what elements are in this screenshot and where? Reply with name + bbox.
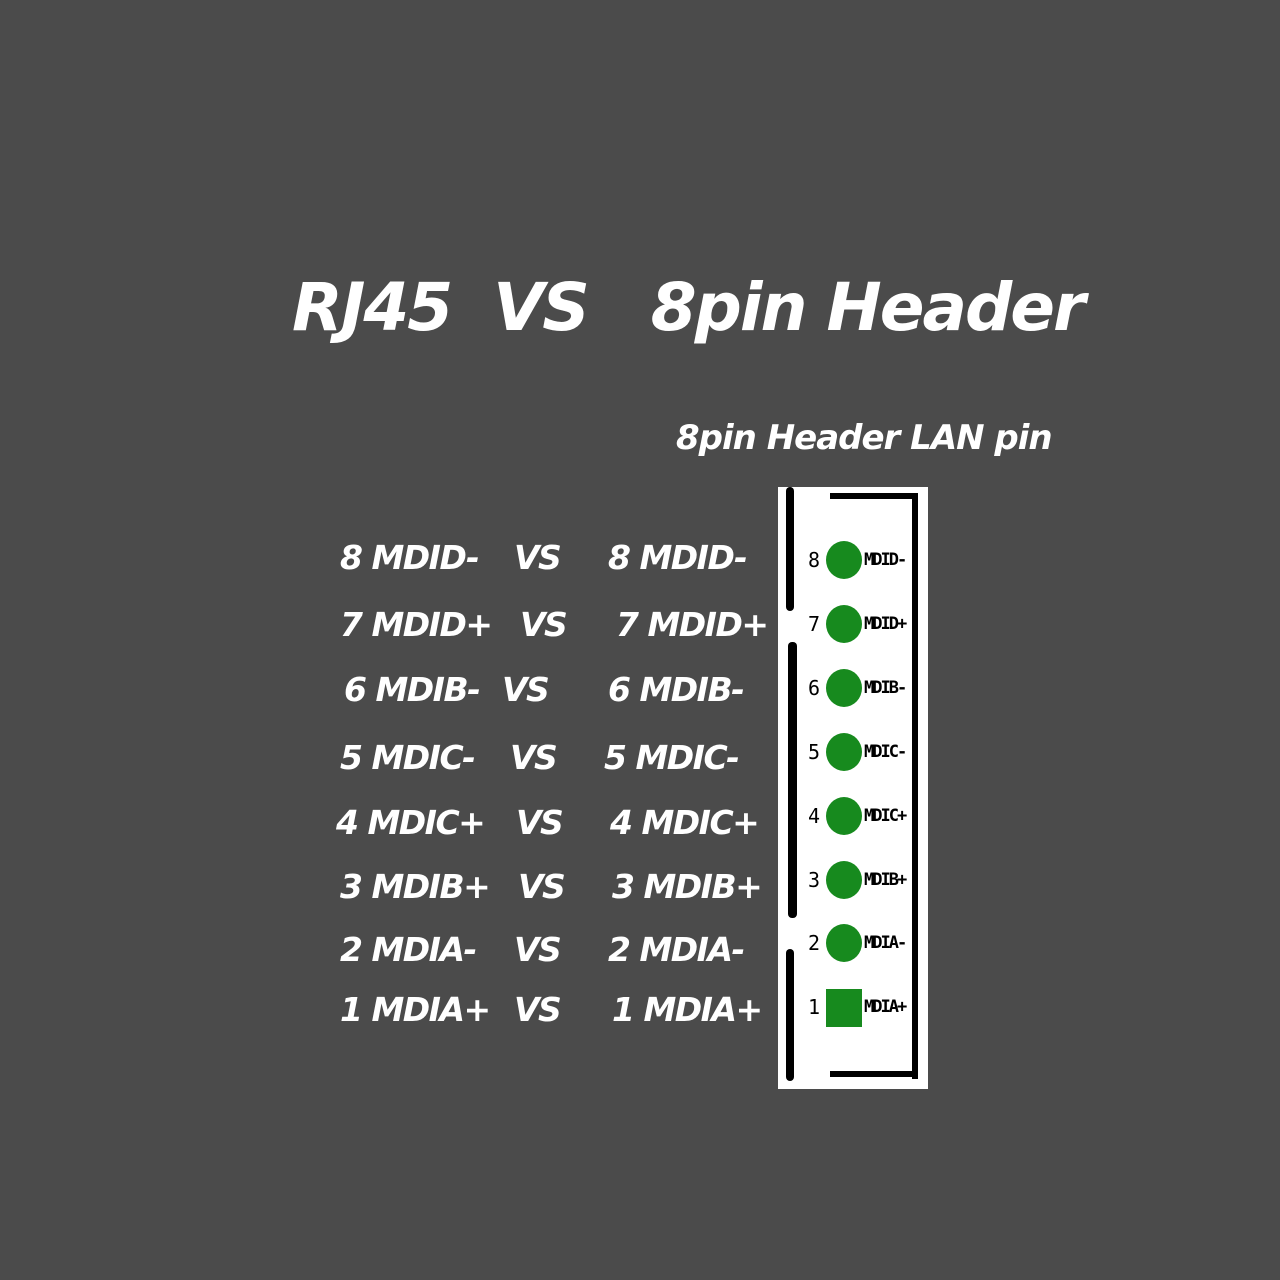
mapping-row-4: 4 MDIC+ VS 4 MDIC+ [336, 798, 776, 848]
header-pin-label: 5 MDIC- [604, 738, 740, 777]
pin-signal-label: MDIB+ [864, 870, 907, 890]
pin-pad-icon [826, 797, 862, 835]
header-pin-5: 5 MDIC- [778, 732, 928, 772]
pin-number: 2 [808, 931, 821, 955]
rj45-pin-label: 6 MDIB- [344, 670, 481, 709]
vs-label: VS [518, 867, 566, 906]
header-pin-2: 2 MDIA- [778, 923, 928, 963]
pin-number: 3 [808, 868, 821, 892]
rj45-pin-label: 3 MDIB+ [340, 867, 491, 906]
pin-number: 4 [808, 804, 821, 828]
rj45-pin-label: 1 MDIA+ [340, 990, 491, 1029]
vs-label: VS [520, 605, 568, 644]
pin-pad-square-icon [826, 989, 862, 1027]
mapping-row-3: 3 MDIB+ VS 3 MDIB+ [336, 862, 776, 912]
rj45-pin-label: 2 MDIA- [340, 930, 477, 969]
header-pin-8: 8 MDID- [778, 540, 928, 580]
rj45-pin-label: 8 MDID- [340, 538, 480, 577]
header-pin-label: 1 MDIA+ [612, 990, 763, 1029]
mapping-row-2: 2 MDIA- VS 2 MDIA- [336, 925, 776, 975]
pin-signal-label: MDID- [864, 550, 907, 570]
rj45-pin-label: 5 MDIC- [340, 738, 476, 777]
pin-number: 8 [808, 548, 821, 572]
pin-pad-icon [826, 861, 862, 899]
header-pin-6: 6 MDIB- [778, 668, 928, 708]
header-outline-segment [788, 642, 797, 918]
pin-number: 7 [808, 612, 821, 636]
header-pin-label: 4 MDIC+ [610, 803, 760, 842]
header-outline-segment [830, 1071, 918, 1077]
lan-header-diagram: 8 MDID- 7 MDID+ 6 MDIB- 5 MDIC- 4 MDIC+ … [778, 487, 928, 1089]
vs-label: VS [502, 670, 550, 709]
pin-signal-label: MDIC+ [864, 806, 907, 826]
rj45-pin-label: 4 MDIC+ [336, 803, 486, 842]
mapping-row-5: 5 MDIC- VS 5 MDIC- [336, 733, 776, 783]
pin-signal-label: MDIA- [864, 933, 907, 953]
header-pin-7: 7 MDID+ [778, 604, 928, 644]
pin-pad-icon [826, 924, 862, 962]
rj45-pin-label: 7 MDID+ [340, 605, 493, 644]
header-pin-1: 1 MDIA+ [778, 987, 928, 1027]
pin-pad-icon [826, 733, 862, 771]
pin-signal-label: MDIB- [864, 678, 907, 698]
mapping-row-8: 8 MDID- VS 8 MDID- [336, 533, 776, 583]
header-subtitle: 8pin Header LAN pin [676, 418, 1053, 458]
pin-number: 5 [808, 740, 821, 764]
pin-number: 6 [808, 676, 821, 700]
mapping-row-7: 7 MDID+ VS 7 MDID+ [336, 600, 776, 650]
mapping-row-1: 1 MDIA+ VS 1 MDIA+ [336, 985, 776, 1035]
pin-number: 1 [808, 995, 821, 1019]
header-outline-segment [830, 493, 916, 499]
pin-signal-label: MDID+ [864, 614, 907, 634]
vs-label: VS [516, 803, 564, 842]
vs-label: VS [514, 990, 562, 1029]
header-pin-label: 6 MDIB- [608, 670, 745, 709]
pin-signal-label: MDIC- [864, 742, 907, 762]
vs-label: VS [514, 538, 562, 577]
header-pin-label: 2 MDIA- [608, 930, 745, 969]
header-outline-segment [786, 487, 794, 611]
pin-pad-icon [826, 605, 862, 643]
header-pin-4: 4 MDIC+ [778, 796, 928, 836]
pin-pad-icon [826, 669, 862, 707]
header-outline-segment [912, 493, 918, 1079]
vs-label: VS [514, 930, 562, 969]
pin-signal-label: MDIA+ [864, 997, 907, 1017]
header-pin-label: 8 MDID- [608, 538, 748, 577]
header-outline-segment [786, 949, 794, 1081]
mapping-row-6: 6 MDIB- VS 6 MDIB- [336, 665, 776, 715]
diagram-title: RJ45 VS 8pin Header [292, 269, 1086, 346]
header-pin-label: 7 MDID+ [616, 605, 769, 644]
header-pin-3: 3 MDIB+ [778, 860, 928, 900]
pin-pad-icon [826, 541, 862, 579]
header-pin-label: 3 MDIB+ [612, 867, 763, 906]
vs-label: VS [510, 738, 558, 777]
